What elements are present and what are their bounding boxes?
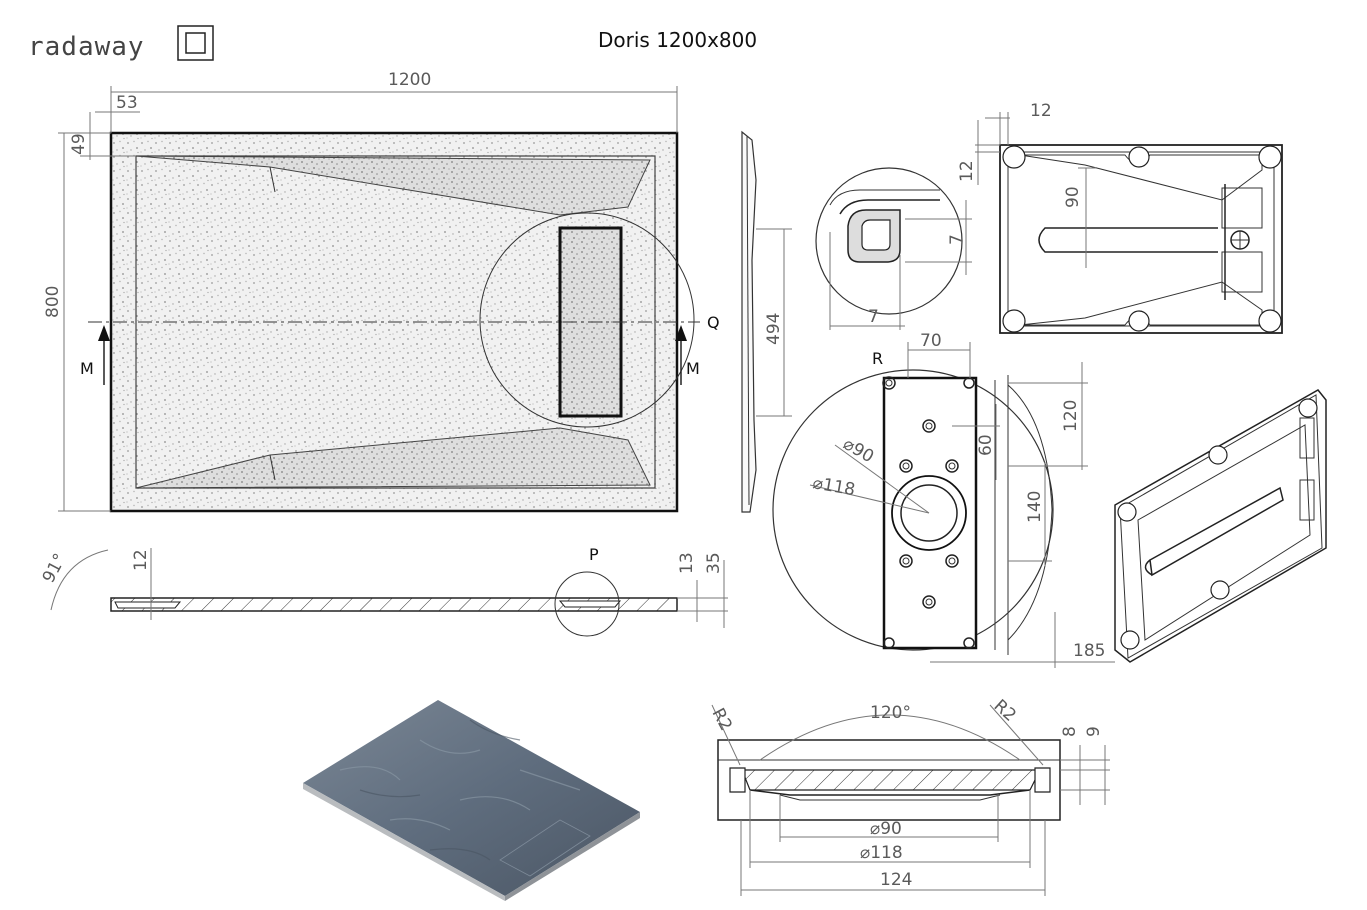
marker-r: R bbox=[872, 349, 883, 368]
dim-drain-185: 185 bbox=[1073, 641, 1105, 661]
underside-view: 90 12 12 bbox=[957, 101, 1283, 334]
dim-under-c: 90 bbox=[1063, 186, 1083, 208]
corner-detail: 7 7 bbox=[815, 167, 972, 330]
dim-under-a: 12 bbox=[1030, 101, 1052, 121]
dim-ds-phi90: ⌀90 bbox=[870, 819, 902, 839]
dim-width: 1200 bbox=[388, 70, 431, 90]
dim-sec-12: 12 bbox=[131, 549, 151, 571]
top-view: M M Q 1200 53 49 800 bbox=[43, 70, 720, 513]
upper-slope bbox=[135, 155, 651, 216]
dim-under-b: 12 bbox=[957, 160, 977, 182]
dim-profile-length: 494 bbox=[764, 313, 784, 345]
section-mark-left: M bbox=[80, 359, 94, 378]
drain-detail: ⌀90 ⌀118 R 70 120 60 140 185 bbox=[772, 331, 1115, 668]
dim-ds-124: 124 bbox=[880, 870, 912, 890]
brand-name: radaway bbox=[28, 32, 145, 62]
page-title: Doris 1200x800 bbox=[598, 28, 757, 52]
section-mark-right: M bbox=[686, 359, 700, 378]
dim-drain-60: 60 bbox=[976, 434, 996, 456]
lower-slope bbox=[135, 427, 651, 489]
dim-ds-9: 9 bbox=[1084, 726, 1104, 737]
dim-corner-b: 7 bbox=[947, 234, 967, 245]
dim-drain-width: 70 bbox=[920, 331, 942, 351]
logo-square-outer bbox=[177, 25, 214, 61]
dim-offset-y: 49 bbox=[69, 133, 89, 155]
logo: radaway bbox=[28, 25, 214, 62]
detail-circle-p bbox=[554, 571, 620, 637]
detail-label-q: Q bbox=[707, 313, 720, 332]
logo-square-inner bbox=[185, 32, 206, 54]
dim-drain-140: 140 bbox=[1025, 491, 1045, 523]
drain-section-view: 120° R2 R2 8 9 ⌀90 ⌀118 124 bbox=[708, 696, 1110, 896]
isometric-view bbox=[1114, 389, 1327, 663]
dim-drain-120: 120 bbox=[1061, 400, 1081, 432]
dim-ds-8: 8 bbox=[1060, 726, 1080, 737]
dim-angle-91: 91° bbox=[39, 550, 71, 586]
side-profile: 494 bbox=[741, 130, 792, 513]
dim-angle-120: 120° bbox=[870, 703, 911, 723]
dim-r-left: R2 bbox=[708, 705, 736, 734]
detail-circle-q bbox=[479, 212, 695, 428]
dim-sec-35: 35 bbox=[704, 552, 724, 574]
dim-r-right: R2 bbox=[990, 696, 1020, 726]
dim-offset-x: 53 bbox=[116, 93, 138, 113]
section-view: P 91° 12 13 35 bbox=[39, 545, 728, 637]
dim-corner-a: 7 bbox=[868, 307, 879, 327]
dim-sec-13: 13 bbox=[677, 552, 697, 574]
slate-tray-render bbox=[303, 700, 640, 901]
dim-height: 800 bbox=[43, 286, 63, 318]
dim-ds-phi118: ⌀118 bbox=[860, 843, 903, 863]
detail-label-p: P bbox=[589, 545, 599, 564]
